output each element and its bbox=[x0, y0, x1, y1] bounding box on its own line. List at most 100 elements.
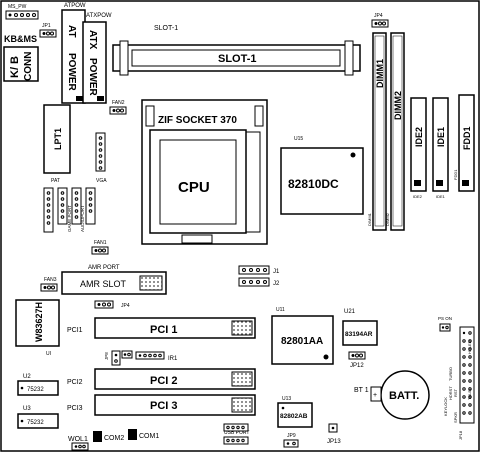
game-port-label: GAME PORT bbox=[67, 205, 72, 232]
svg-text:PCI 1: PCI 1 bbox=[150, 324, 178, 336]
u3-label: U3 bbox=[23, 406, 31, 412]
fan2-header bbox=[109, 106, 127, 115]
svg-text:+: + bbox=[373, 392, 377, 399]
jp9-jumper bbox=[283, 439, 299, 448]
svg-text:CONN: CONN bbox=[23, 52, 34, 81]
fan2-label: FAN2 bbox=[112, 100, 125, 106]
jp8-jumper bbox=[111, 350, 121, 366]
svg-text:PCI 3: PCI 3 bbox=[150, 400, 178, 412]
bt1-label: BT 1 bbox=[354, 387, 369, 394]
jp18-label: JP18 bbox=[458, 430, 463, 440]
jp4-top-jumper bbox=[371, 19, 389, 28]
dimm2-slot: DIMM2 bbox=[390, 32, 405, 231]
pci-2-slot: PCI 2 bbox=[94, 368, 256, 390]
amr-slot: AMR SLOT bbox=[61, 271, 167, 295]
pci1-label: PCI1 bbox=[67, 327, 83, 334]
atpow-label: ATPOW bbox=[64, 3, 86, 9]
pci-1-slot: PCI 1 bbox=[94, 317, 256, 339]
ide1-small-label: IDE1 bbox=[436, 194, 446, 199]
dimm1-small-label: DIMM1 bbox=[367, 212, 372, 226]
svg-text:82801AA: 82801AA bbox=[281, 336, 323, 347]
jp13-jumper bbox=[328, 423, 338, 433]
ide2-small-label: IDE2 bbox=[413, 194, 423, 199]
com2-header bbox=[93, 431, 102, 442]
svg-text:82802AB: 82802AB bbox=[280, 413, 308, 420]
turbo-label: TURBO bbox=[448, 367, 453, 381]
com1-label: COM1 bbox=[139, 433, 159, 440]
svg-text:CPU: CPU bbox=[178, 179, 210, 196]
game-audio-headers bbox=[43, 187, 96, 233]
jp8-label: JP8 bbox=[104, 352, 109, 360]
pci3-label: PCI3 bbox=[67, 405, 83, 412]
dimm2-small-label: DIMM2 bbox=[385, 212, 390, 226]
dimm1-slot: DIMM1 bbox=[372, 32, 387, 231]
kb-ms-connector: K/ B CONN bbox=[3, 46, 39, 82]
svg-text:SLOT-1: SLOT-1 bbox=[218, 53, 257, 65]
u13-label: U13 bbox=[282, 396, 291, 402]
svg-text:POWER: POWER bbox=[66, 53, 77, 92]
u2-label: U2 bbox=[23, 374, 31, 380]
jp4-mid-label: JP4 bbox=[121, 303, 130, 309]
u11-label: U11 bbox=[276, 307, 285, 313]
j2-header bbox=[238, 277, 270, 287]
jp1-jumper bbox=[39, 29, 57, 38]
j1-label: J1 bbox=[273, 269, 280, 275]
ide1-connector: IDE1 bbox=[432, 97, 449, 192]
svg-text:DIMM2: DIMM2 bbox=[393, 91, 403, 120]
svg-text:82810DC: 82810DC bbox=[288, 177, 339, 191]
amr-port-label: AMR PORT bbox=[88, 265, 120, 271]
fan3-label: FAN3 bbox=[44, 277, 57, 283]
ms-pw-label: MS_PW bbox=[8, 4, 27, 10]
svg-text:IDE1: IDE1 bbox=[436, 127, 446, 147]
svg-text:ZIF SOCKET 370: ZIF SOCKET 370 bbox=[158, 115, 237, 126]
jumper-block bbox=[121, 350, 133, 359]
ui-label: UI bbox=[46, 351, 51, 357]
jp1-label: JP1 bbox=[42, 23, 51, 29]
zif-socket-370: ZIF SOCKET 370 CPU bbox=[141, 99, 268, 245]
pci2-label: PCI2 bbox=[67, 379, 83, 386]
vga-label: VGA bbox=[96, 178, 107, 184]
j2-label: J2 bbox=[273, 281, 280, 287]
jp4-mid-jumper bbox=[94, 300, 114, 309]
u21-label: U21 bbox=[344, 309, 356, 315]
com1-header bbox=[128, 429, 137, 440]
ms-pw-connector bbox=[5, 10, 39, 20]
svg-text:LPT1: LPT1 bbox=[53, 128, 63, 150]
fdd1-connector: FDD1 bbox=[458, 94, 475, 192]
com2-label: COM2 bbox=[104, 435, 124, 442]
chip-82810dc: 82810DC bbox=[280, 147, 364, 215]
j1-header bbox=[238, 265, 270, 275]
atxpow-label: ATXPOW bbox=[86, 13, 112, 19]
svg-text:75232: 75232 bbox=[27, 387, 44, 393]
svg-text:DIMM1: DIMM1 bbox=[375, 59, 385, 88]
svg-text:ATX: ATX bbox=[87, 30, 98, 50]
jp12-label: JP12 bbox=[350, 363, 364, 369]
wol1-header bbox=[71, 442, 89, 451]
svg-text:83194AR: 83194AR bbox=[345, 331, 373, 338]
jp13-label: JP13 bbox=[327, 439, 341, 445]
jp9-label: JP9 bbox=[287, 433, 296, 439]
svg-text:PCI 2: PCI 2 bbox=[150, 375, 178, 387]
slot-1: SLOT-1 bbox=[112, 40, 361, 76]
rst-label: RST bbox=[453, 388, 458, 397]
jp4-top-label: JP4 bbox=[374, 13, 383, 19]
svg-text:W83627H: W83627H bbox=[34, 302, 44, 342]
chip-75232-u3: 75232 bbox=[17, 413, 59, 429]
svg-text:POWER: POWER bbox=[87, 58, 98, 97]
battery: + BATT. bbox=[370, 370, 430, 420]
front-panel-header bbox=[459, 326, 475, 424]
ir1-label: IR1 bbox=[168, 356, 178, 362]
svg-text:AMR SLOT: AMR SLOT bbox=[80, 279, 127, 289]
fdd1-small-label: FDD1 bbox=[453, 169, 458, 180]
keylock-label: KEYLOCK bbox=[443, 397, 448, 416]
chip-83194ar: 83194AR bbox=[342, 320, 378, 346]
hdled-label: HDLED bbox=[467, 340, 472, 354]
chip-w83627h: W83627H bbox=[15, 299, 60, 347]
u15-label: U15 bbox=[294, 136, 303, 142]
kbms-label: KB&MS bbox=[4, 34, 37, 44]
usb-port-header bbox=[223, 423, 249, 445]
vga-connector bbox=[95, 132, 106, 172]
pat-label: PAT bbox=[51, 178, 60, 184]
